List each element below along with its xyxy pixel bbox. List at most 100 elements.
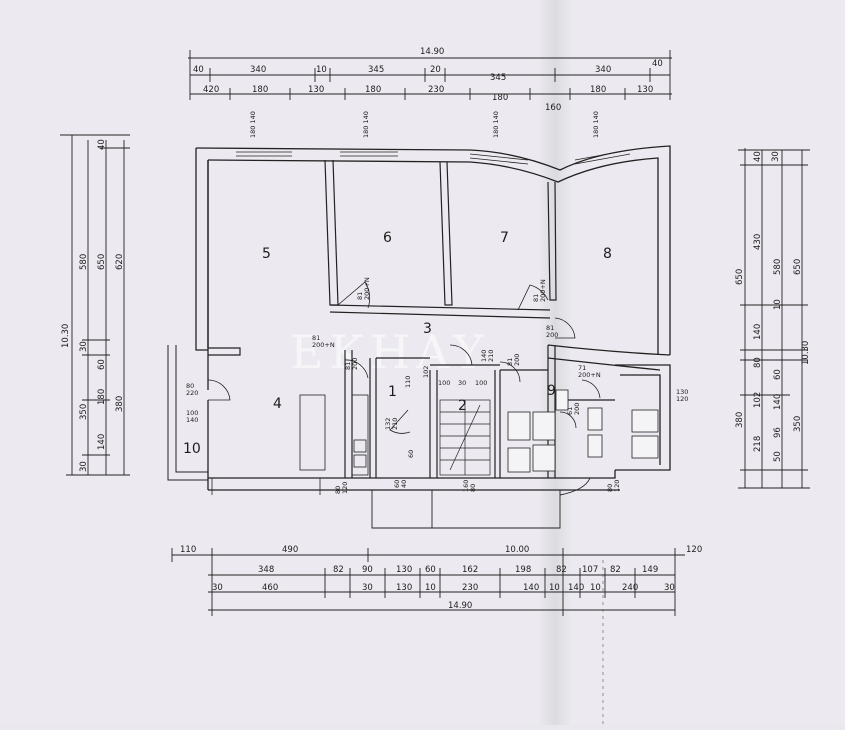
right-dim-10: 218 [753,436,763,452]
bottom-total-dim: 14.90 [448,601,472,611]
door-label-r2: 30 [458,379,466,387]
top-dim-1-1: 340 [250,65,266,75]
room-label-9: 9 [547,383,556,399]
door-label-room4: 81200 [344,358,359,370]
bottom-dim-3-2: 30 [362,583,373,593]
bottom-dim-2-6: 198 [515,565,531,575]
left-dim-4: 40 [97,139,107,150]
top-dim-1-3: 345 [368,65,384,75]
right-dim-11: 350 [793,416,803,432]
left-dim-8: 60 [97,359,107,370]
bottom-dim-3-4: 10 [425,583,436,593]
bottom-dim-1-0: 110 [180,545,196,555]
bottom-dimension-lines [171,548,685,616]
right-dim-16: 60 [773,369,783,380]
bottom-dim-2-10: 149 [642,565,658,575]
room-label-6: 6 [383,230,392,246]
bottom-dim-2-1: 82 [333,565,344,575]
right-dim-12: 10 [773,299,783,310]
top-dim-2-6: 160 [545,103,561,113]
top-dim-2-7: 180 [590,85,606,95]
room-label-3: 3 [423,321,432,337]
bottom-dim-1-3: 120 [686,545,702,555]
right-dim-6: 40 [753,151,763,162]
entrance-projection [371,477,591,529]
top-dim-2-8: 130 [637,85,653,95]
door-label-entry: 16080 [462,480,477,492]
watermark-text: EKHAY [290,325,490,379]
door-label-room9: 81200 [506,354,521,366]
top-dim-1-7: 40 [652,59,663,69]
bottom-dim-3-8: 140 [568,583,584,593]
door-label-mid1: 102 [422,366,430,378]
door-label-side2: 132210 [384,418,399,430]
top-dim-2-2: 130 [308,85,324,95]
windows [236,149,631,165]
left-dim-total: 10.30 [61,324,71,348]
room-label-2: 2 [458,398,467,414]
bottom-dim-3-0: 30 [212,583,223,593]
left-dim-9: 380 [115,396,125,412]
room-label-7: 7 [500,230,509,246]
bottom-dim-3-6: 140 [523,583,539,593]
window-mark-room6: 180 140 [362,111,370,138]
room-label-5: 5 [262,246,271,262]
door-label-bottom-left: 80120 [334,482,349,494]
right-dim-8: 380 [735,412,745,428]
left-dim-2: 650 [97,254,107,270]
bottom-dim-1-1: 490 [282,545,298,555]
left-dimension-lines [60,134,130,476]
bottom-dim-2-5: 162 [462,565,478,575]
door-label-r3: 100 [475,379,487,387]
top-dim-2-0: 420 [203,85,219,95]
right-dim-1: 430 [753,234,763,250]
left-dim-6: 350 [79,404,89,420]
window-mark-room5: 180 140 [249,111,257,138]
staircase [439,399,491,476]
top-dim-1-2: 10 [316,65,327,75]
right-dim-7: 30 [771,151,781,162]
left-dim-11: 30 [79,461,89,472]
top-dim-1-6: 340 [595,65,611,75]
bottom-dim-2-0: 348 [258,565,274,575]
bottom-dim-2-3: 130 [396,565,412,575]
door-label-bath: 61200 [566,403,581,415]
top-dim-2-4: 230 [428,85,444,95]
right-dim-0: 650 [735,269,745,285]
room-label-4: 4 [273,396,282,412]
right-dim-2: 580 [773,259,783,275]
bathroom-fixtures [507,389,659,473]
top-dim-1-0: 40 [193,65,204,75]
right-dim-5: 140 [753,324,763,340]
bottom-dim-2-4: 60 [425,565,436,575]
door-label-center: 140210 [480,350,495,362]
door-label-room5: 81200+N [356,277,371,300]
top-dimension-lines [188,50,672,100]
left-dim-7: 180 [97,389,107,405]
right-dim-15: 140 [773,394,783,410]
bottom-dim-2-7: 82 [556,565,567,575]
bottom-dim-2-2: 90 [362,565,373,575]
door-label-side3: 60 [407,450,415,458]
bottom-dim-3-1: 460 [262,583,278,593]
right-dim-17: 80 [753,357,763,368]
right-dim-3: 650 [793,259,803,275]
right-dim-13: 96 [773,427,783,438]
door-label-room7: 81200+N [532,279,547,302]
right-dim-total: 10.30 [801,341,811,365]
bottom-dim-3-10: 240 [622,583,638,593]
top-dim-2-1: 180 [252,85,268,95]
door-label-r1: 100 [438,379,450,387]
bottom-dim-2-9: 82 [610,565,621,575]
bottom-dim-2-8: 107 [582,565,598,575]
top-dim-2-5: 180 [492,93,508,103]
right-dim-14: 50 [773,451,783,462]
